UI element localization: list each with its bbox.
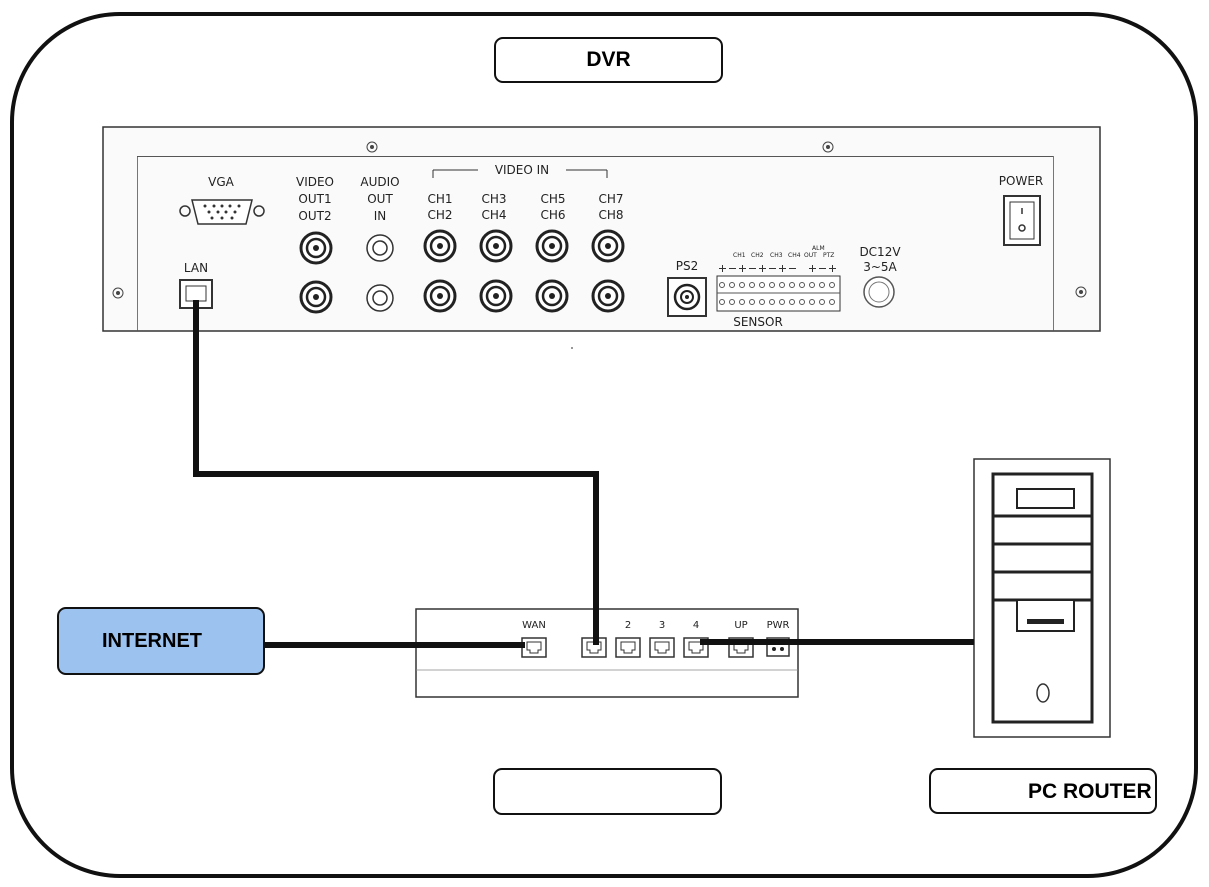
video-out-label-1: VIDEO bbox=[296, 175, 334, 189]
internet-box: INTERNET bbox=[57, 607, 265, 675]
router-port-up-label: UP bbox=[734, 620, 747, 631]
vga-port-icon bbox=[179, 199, 265, 225]
power-label: POWER bbox=[999, 174, 1043, 188]
pc-router-box: PC ROUTER bbox=[929, 768, 1157, 814]
router-wan-port-icon bbox=[521, 637, 547, 658]
ch8-label: CH8 bbox=[598, 208, 623, 222]
audio-label-2: OUT bbox=[367, 192, 393, 206]
ch4-bnc-icon bbox=[479, 279, 513, 313]
pc-tower-icon bbox=[973, 458, 1111, 738]
router-port-2-icon bbox=[615, 637, 641, 658]
router-port-pwr-label: PWR bbox=[767, 620, 790, 631]
sensor-ch1-label: CH1 bbox=[733, 252, 746, 259]
lan-label: LAN bbox=[184, 261, 208, 275]
sensor-ch3-label: CH3 bbox=[770, 252, 783, 259]
ch4-label: CH4 bbox=[481, 208, 506, 222]
ch1-bnc-icon bbox=[423, 229, 457, 263]
dc-label-1: DC12V bbox=[859, 245, 901, 259]
bottom-label-box bbox=[493, 768, 722, 815]
ch5-label: CH5 bbox=[540, 192, 565, 206]
pc-router-label: PC ROUTER bbox=[1028, 780, 1152, 803]
ch6-label: CH6 bbox=[540, 208, 565, 222]
router-port-4-label: 4 bbox=[693, 620, 699, 631]
panel-mark bbox=[571, 347, 573, 349]
ch3-bnc-icon bbox=[479, 229, 513, 263]
audio-label-3: IN bbox=[374, 209, 387, 223]
sensor-terminal-block bbox=[716, 265, 841, 312]
ps2-port-icon bbox=[667, 277, 707, 317]
dc-jack-icon bbox=[863, 276, 895, 308]
router-port-3-label: 3 bbox=[659, 620, 665, 631]
dvr-title-box: DVR bbox=[494, 37, 723, 83]
ch7-bnc-icon bbox=[591, 229, 625, 263]
cable-dvr-to-router bbox=[193, 300, 599, 645]
router-port-3-icon bbox=[649, 637, 675, 658]
ps2-label: PS2 bbox=[676, 259, 699, 273]
ch8-bnc-icon bbox=[591, 279, 625, 313]
ptz-label: PTZ bbox=[823, 252, 834, 259]
ch7-label: CH7 bbox=[598, 192, 623, 206]
audio-in-rca-icon bbox=[366, 284, 394, 312]
alarm-label-1: ALM bbox=[812, 245, 825, 252]
sensor-label: SENSOR bbox=[733, 315, 783, 329]
internet-label: INTERNET bbox=[102, 629, 202, 652]
router-port-2-label: 2 bbox=[625, 620, 631, 631]
ch2-label: CH2 bbox=[427, 208, 452, 222]
video-out2-bnc-icon bbox=[299, 280, 333, 314]
ch6-bnc-icon bbox=[535, 279, 569, 313]
ch2-bnc-icon bbox=[423, 279, 457, 313]
audio-label-1: AUDIO bbox=[360, 175, 399, 189]
diagram-frame bbox=[10, 12, 1198, 878]
sensor-ch2-label: CH2 bbox=[751, 252, 764, 259]
ch5-bnc-icon bbox=[535, 229, 569, 263]
router-port-wan-label: WAN bbox=[522, 620, 546, 631]
ch1-label: CH1 bbox=[427, 192, 452, 206]
ch3-label: CH3 bbox=[481, 192, 506, 206]
dc-label-2: 3~5A bbox=[863, 260, 897, 274]
audio-out-rca-icon bbox=[366, 234, 394, 262]
dvr-title: DVR bbox=[586, 48, 631, 71]
video-in-bracket bbox=[432, 169, 608, 178]
video-out-label-2: OUT1 bbox=[298, 192, 331, 206]
vga-label: VGA bbox=[208, 175, 235, 189]
power-switch-icon bbox=[1003, 195, 1041, 246]
video-in-label: VIDEO IN bbox=[495, 163, 549, 177]
alarm-label-2: OUT bbox=[804, 252, 817, 259]
video-out1-bnc-icon bbox=[299, 231, 333, 265]
video-out-label-3: OUT2 bbox=[298, 209, 331, 223]
sensor-ch4-label: CH4 bbox=[788, 252, 801, 259]
